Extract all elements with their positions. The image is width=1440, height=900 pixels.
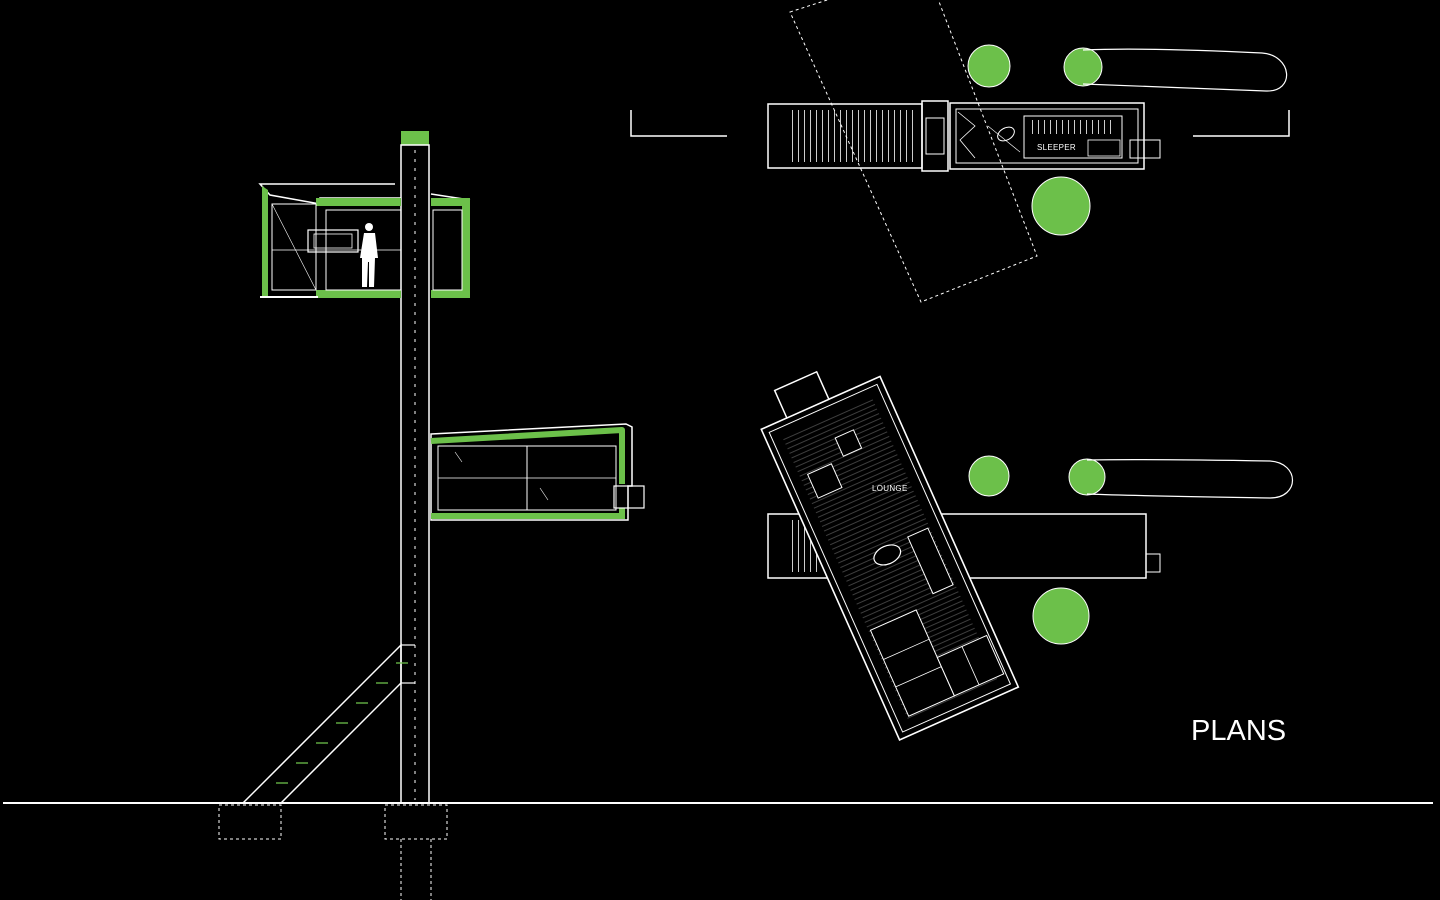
tree-circle [1063,47,1103,87]
mast [400,131,430,804]
upper-pod-elevation [258,183,471,298]
access-stair [241,643,415,804]
dashed-footprint [789,0,1038,303]
tree-circle [968,455,1010,497]
lower-plan: LOUNGE [760,370,1294,741]
lower-pod-elevation [430,423,645,521]
elevation-view [3,131,1433,900]
tree-circle [1068,458,1106,496]
drawing-title: PLANS [1191,715,1286,747]
human-figure [360,223,378,287]
label-sleeper: SLEEPER [1037,143,1076,152]
tree-circle [1031,176,1091,236]
label-lounge: LOUNGE [872,484,908,493]
footings [218,804,448,900]
boulder-outline [1082,48,1288,92]
upper-plan: SLEEPER [630,0,1290,303]
tree-circle [967,44,1011,88]
tree-circle [1032,587,1090,645]
boulder-outline [1086,458,1294,499]
